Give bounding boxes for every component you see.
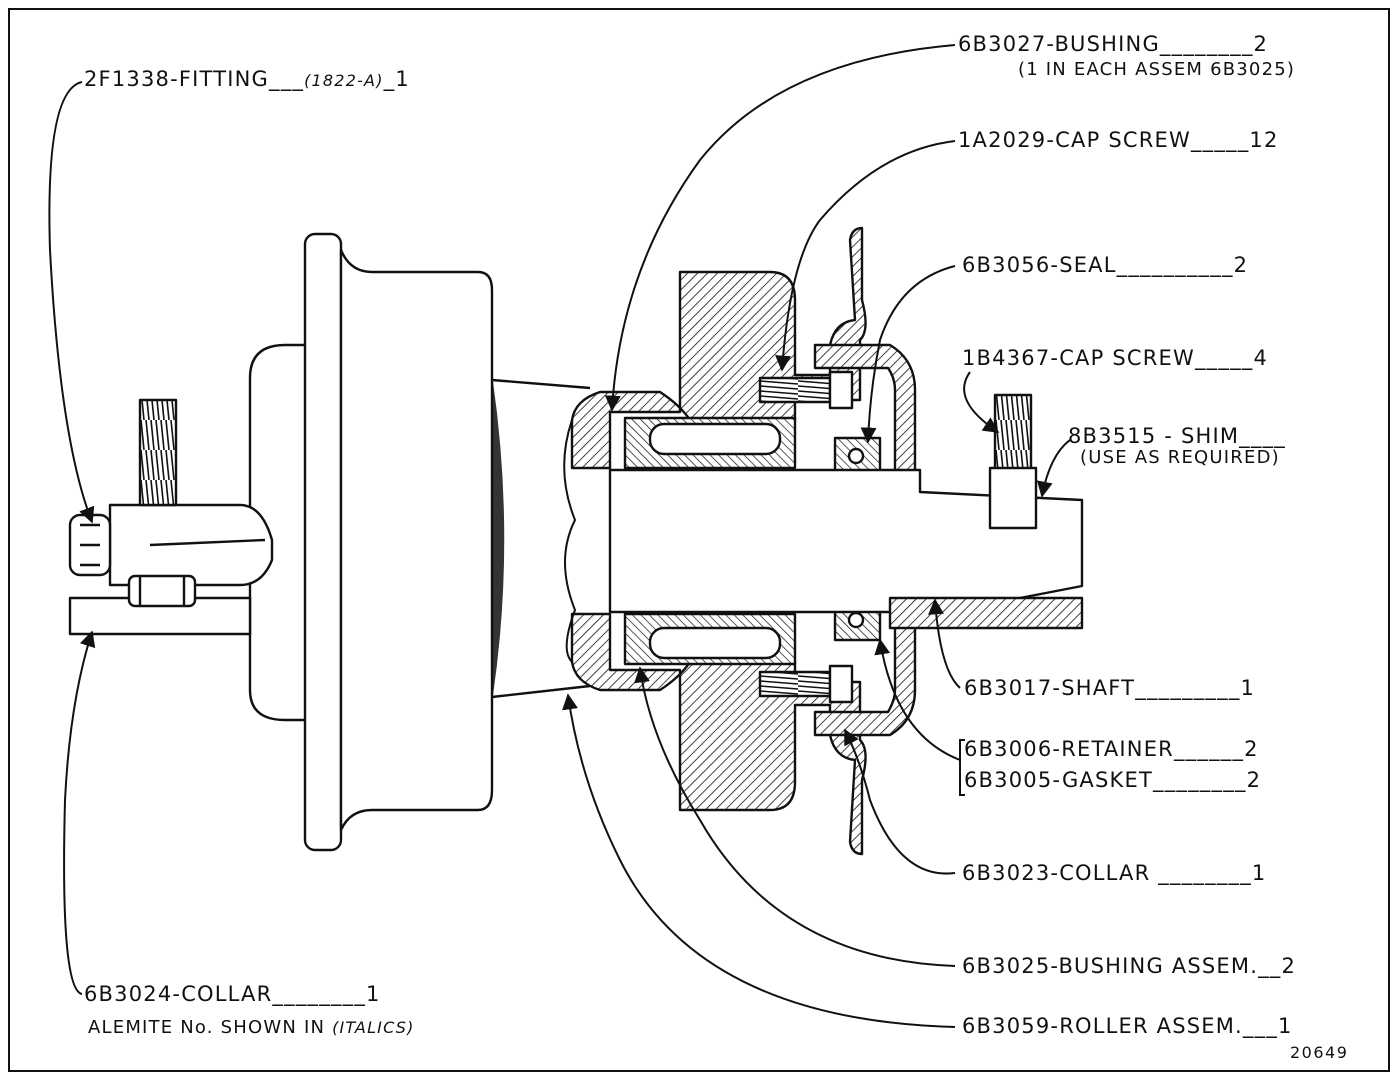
fitting-qty: _1 — [383, 67, 410, 91]
label-bushing-assem: 6B3025-BUSHING ASSEM.__2 — [962, 954, 1297, 978]
label-bushing-note: (1 IN EACH ASSEM 6B3025) — [1018, 59, 1296, 80]
roller-bearing — [623, 416, 797, 666]
figure-number: 20649 — [1290, 1043, 1349, 1062]
alemite-note: ALEMITE No. SHOWN IN (ITALICS) — [88, 1019, 415, 1037]
label-shim: 8B3515 - SHIM____ — [1068, 424, 1286, 448]
label-seal: 6B3056-SEAL__________2 — [962, 253, 1249, 277]
fitting-part-text: 2F1338-FITTING___ — [84, 67, 305, 91]
drum-hub — [248, 232, 591, 852]
label-shim-note: (USE AS REQUIRED) — [1080, 447, 1280, 468]
alemite-note-prefix: ALEMITE No. SHOWN IN — [88, 1017, 326, 1038]
label-roller-assem: 6B3059-ROLLER ASSEM.___1 — [962, 1014, 1293, 1038]
cap-screws — [758, 370, 854, 704]
label-collar-6b3024: 6B3024-COLLAR________1 — [84, 982, 381, 1006]
bracket-brace — [959, 739, 965, 796]
label-retainer: 6B3006-RETAINER______2 — [964, 737, 1259, 761]
label-shaft: 6B3017-SHAFT_________1 — [964, 676, 1256, 700]
cap-screw-vertical — [988, 393, 1038, 530]
label-collar-6b3023: 6B3023-COLLAR ________1 — [962, 861, 1267, 885]
label-fitting: 2F1338-FITTING___(1822-A)_1 — [84, 69, 410, 90]
collar-bracket — [68, 398, 274, 636]
label-gasket: 6B3005-GASKET________2 — [964, 768, 1262, 792]
label-cap-screw-4: 1B4367-CAP SCREW_____4 — [962, 346, 1269, 370]
fitting-alemite-number: (1822-A) — [304, 71, 384, 90]
leader-lines — [48, 44, 1071, 1028]
alemite-note-italics: (ITALICS) — [332, 1018, 415, 1037]
label-bushing: 6B3027-BUSHING________2 — [958, 32, 1269, 56]
label-cap-screw-12: 1A2029-CAP SCREW_____12 — [958, 128, 1279, 152]
drawing-border — [8, 8, 1390, 1072]
